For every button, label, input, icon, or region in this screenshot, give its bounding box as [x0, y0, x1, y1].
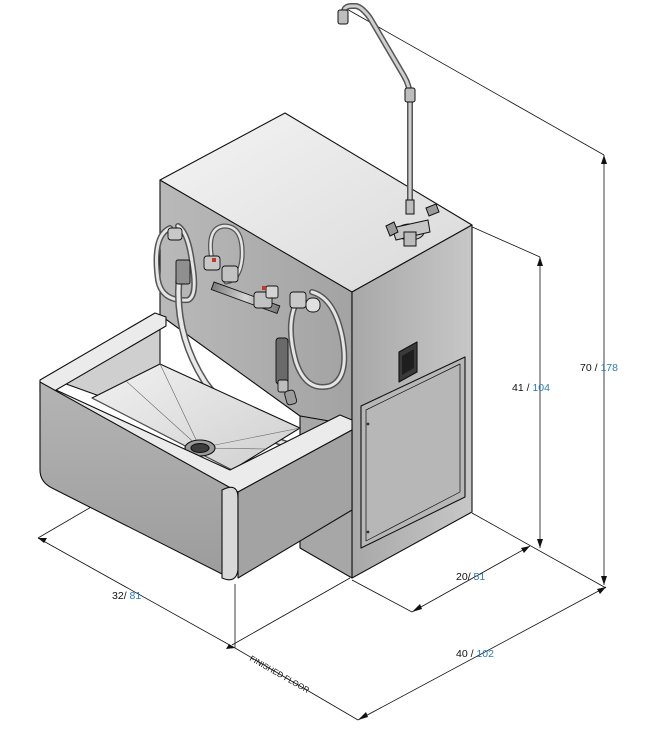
faucet: [337, 2, 440, 247]
basin: [39, 312, 353, 581]
finished-floor-label: FINISHED FLOOR: [248, 654, 311, 695]
valves: [167, 227, 321, 406]
dimension-arrows: [38, 155, 607, 720]
dim-height-basin: 41 / 104: [512, 382, 550, 394]
dim-height-total: 70 / 178: [580, 362, 618, 374]
dim-depth-total: 40 / 102: [456, 648, 494, 660]
access-door: [360, 356, 466, 549]
dimension-lines: [37, 7, 607, 721]
dim-depth-cabinet: 20/ 51: [456, 571, 485, 583]
dim-width-sink: 32/ 81: [112, 590, 141, 602]
basin-side-face: [237, 429, 353, 579]
